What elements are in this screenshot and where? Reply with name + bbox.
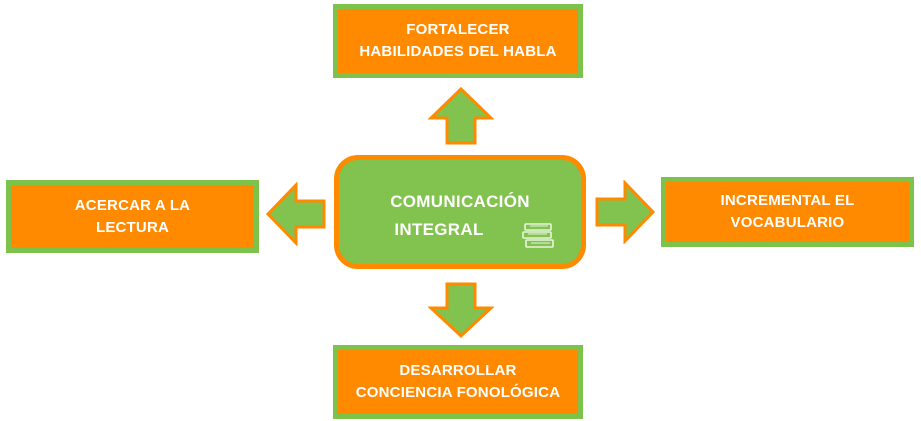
box-acercar-lectura: ACERCAR A LA LECTURA [6, 180, 259, 253]
box-bottom-line2: CONCIENCIA FONOLÓGICA [355, 384, 561, 401]
center-title-line1: COMUNICACIÓN [390, 192, 530, 211]
box-bottom-line1: DESARROLLAR [399, 362, 517, 380]
books-icon [522, 223, 554, 248]
box-fortalecer-habilidades: FORTALECER HABILIDADES DEL HABLA [333, 4, 583, 78]
center-title-line2: INTEGRAL [394, 220, 484, 239]
box-right-line2: VOCABULARIO [730, 214, 845, 231]
box-incrementar-vocabulario: INCREMENTAL EL VOCABULARIO [661, 177, 914, 247]
box-top-line2: HABILIDADES DEL HABLA [359, 43, 557, 60]
center-node: COMUNICACIÓN INTEGRAL [334, 155, 586, 269]
box-left-line1: ACERCAR A LA [74, 196, 191, 214]
arrow-up-icon [428, 86, 494, 145]
box-top-line1: FORTALECER [406, 21, 510, 39]
arrow-right-icon [595, 180, 656, 244]
box-desarrollar-conciencia: DESARROLLAR CONCIENCIA FONOLÓGICA [333, 345, 583, 419]
arrow-left-icon [265, 182, 326, 246]
box-right-line1: INCREMENTAL EL [720, 192, 855, 210]
arrow-down-icon [428, 282, 494, 339]
box-left-line2: LECTURA [95, 218, 170, 236]
